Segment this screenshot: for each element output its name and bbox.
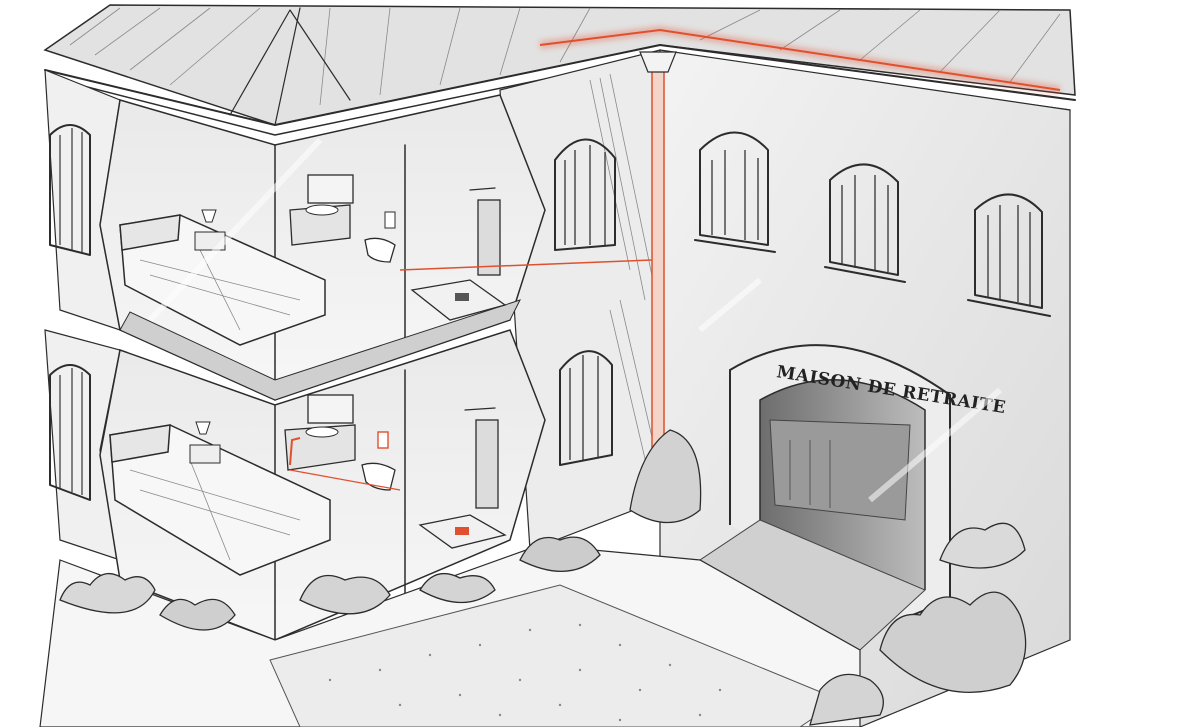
window-lower-corner	[559, 350, 613, 466]
entrance-arch: MAISON DE RETRAITE	[699, 344, 1007, 651]
light-rays	[147, 137, 1002, 503]
bed-lower	[109, 421, 331, 576]
vanity-lower	[284, 394, 356, 471]
left-wall-exterior	[44, 69, 121, 561]
window-right-2	[824, 163, 906, 283]
toilet-upper	[364, 211, 396, 263]
shrubs	[59, 429, 1027, 726]
window-right-3	[967, 193, 1051, 317]
drain-pipe-highlight	[289, 25, 1061, 496]
shower-upper	[410, 187, 507, 321]
vanity-upper	[289, 174, 354, 246]
window-upper-corner	[554, 138, 616, 251]
ground	[39, 544, 861, 727]
bed-upper	[119, 209, 326, 346]
window-right-1	[694, 131, 776, 253]
shower-lower	[418, 407, 507, 549]
